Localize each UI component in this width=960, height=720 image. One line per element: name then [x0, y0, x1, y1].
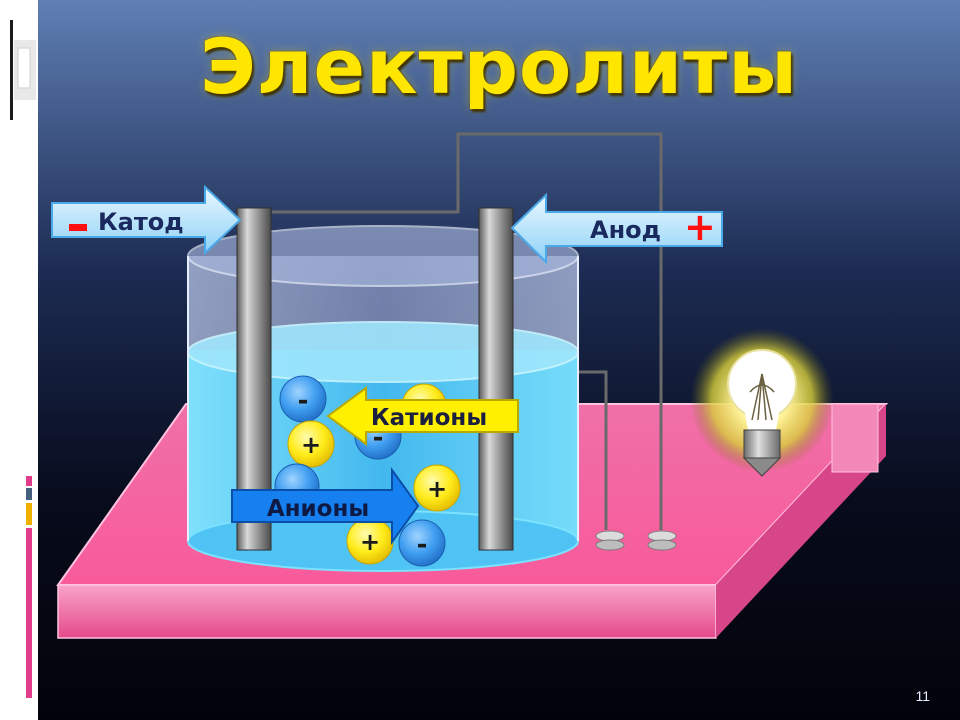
page-number: 11	[915, 688, 930, 704]
anions-label: Анионы	[267, 496, 369, 522]
cathode-label: Катод	[98, 208, 184, 236]
cathode-minus-icon	[69, 224, 87, 231]
left-decor	[0, 0, 38, 720]
ion-sign: +	[301, 431, 321, 459]
anode-label: Анод	[590, 216, 662, 244]
cathode-arrow	[51, 184, 242, 256]
ion-sign: +	[360, 528, 380, 556]
ion-sign: -	[417, 530, 428, 560]
light-bulb-icon	[690, 328, 834, 477]
anode-electrode	[478, 207, 514, 551]
cation: +	[287, 420, 335, 468]
anions-arrow	[231, 466, 420, 546]
ion-sign: +	[427, 475, 447, 503]
ion-sign: -	[373, 423, 384, 453]
cation: +	[413, 464, 461, 512]
slide-title: Электролиты	[200, 22, 798, 111]
anode-arrow	[510, 192, 723, 265]
anion: -	[279, 375, 327, 423]
cations-label: Катионы	[371, 405, 487, 431]
wire-terminals	[595, 530, 677, 551]
cation: +	[346, 517, 394, 565]
anode-plus-icon: +	[684, 205, 716, 249]
anion: -	[398, 519, 446, 567]
cations-arrow	[326, 386, 519, 446]
ion-sign: -	[298, 386, 309, 416]
